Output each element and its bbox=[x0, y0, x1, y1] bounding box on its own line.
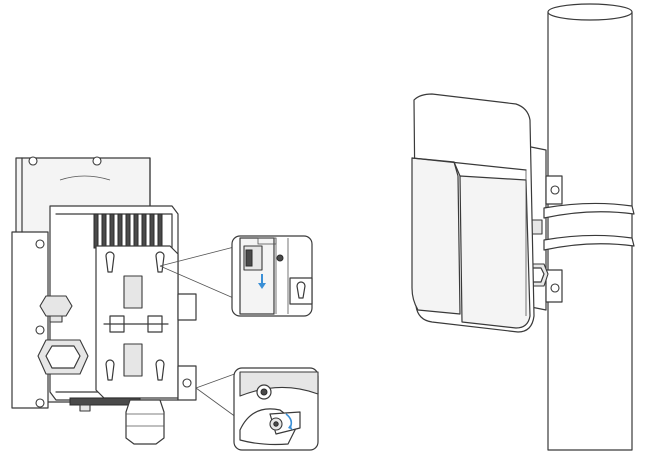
device-rear-view bbox=[11, 156, 241, 445]
cable-gland bbox=[69, 397, 165, 445]
detail-screw-zoom bbox=[233, 367, 319, 451]
cooling-fins bbox=[93, 213, 163, 249]
side-nut bbox=[37, 295, 89, 375]
side-bracket bbox=[11, 231, 49, 409]
keyhole-slots bbox=[105, 251, 165, 381]
detail-keyhole-zoom bbox=[231, 235, 313, 317]
pole-clamps bbox=[543, 202, 635, 251]
pole-mount-view bbox=[411, 3, 635, 451]
pole bbox=[547, 11, 633, 451]
screw-icon bbox=[269, 417, 283, 431]
